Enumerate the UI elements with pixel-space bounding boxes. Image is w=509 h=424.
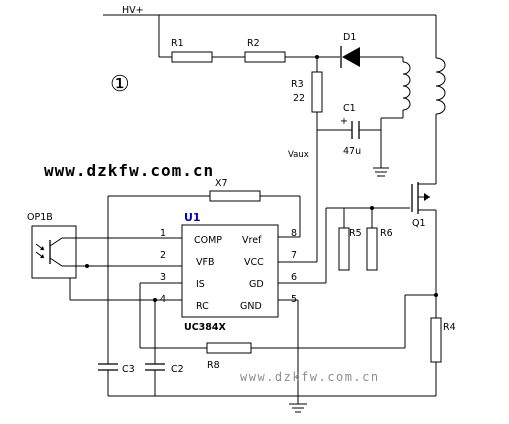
watermark-top: www.dzkfw.com.cn xyxy=(44,161,214,180)
r4-label: R4 xyxy=(443,322,456,333)
circled-number-marker: ① xyxy=(110,72,130,97)
pin-name-vref: Vref xyxy=(242,235,262,246)
ground-symbol-aux xyxy=(373,167,389,177)
pin-name-rc: RC xyxy=(196,301,209,312)
r5-label: R5 xyxy=(349,228,362,239)
r3-value: 22 xyxy=(293,93,305,104)
hv-rail xyxy=(103,14,437,58)
mosfet-q1 xyxy=(411,180,437,214)
pin-num-7: 7 xyxy=(291,250,297,261)
junction-vfb xyxy=(85,264,89,268)
resistor-r4 xyxy=(430,317,442,363)
pin-num-1: 1 xyxy=(160,228,166,239)
pin-num-2: 2 xyxy=(160,250,166,261)
capacitor-c1 xyxy=(351,121,360,139)
ic-ref-label: U1 xyxy=(184,211,201,224)
d1-label: D1 xyxy=(343,32,356,43)
r2-label: R2 xyxy=(247,38,260,49)
c1-value: 47u xyxy=(343,146,361,157)
watermark-bottom: www.dzkfw.com.cn xyxy=(240,370,380,384)
resistor-r6 xyxy=(366,227,378,271)
resistor-r3 xyxy=(311,71,323,113)
x7-label: X7 xyxy=(215,178,228,189)
capacitor-c2 xyxy=(145,363,165,371)
c2-label: C2 xyxy=(171,364,184,375)
pin-name-gnd: GND xyxy=(240,301,262,312)
capacitor-c3 xyxy=(98,363,118,371)
vaux-label: Vaux xyxy=(288,150,309,160)
resistor-r8 xyxy=(206,342,252,354)
pin-name-is: IS xyxy=(196,279,205,290)
r3-label: R3 xyxy=(291,79,304,90)
c3-label: C3 xyxy=(122,364,135,375)
auxiliary-winding-coil xyxy=(380,57,411,168)
c1-polarity: + xyxy=(340,116,348,127)
resistor-r2 xyxy=(244,51,286,63)
r6-label: R6 xyxy=(380,228,393,239)
transformer-primary-coil xyxy=(435,57,446,180)
r8-label: R8 xyxy=(207,360,220,371)
pin-num-8: 8 xyxy=(291,228,297,239)
q1-label: Q1 xyxy=(412,218,426,229)
ic-part-label: UC384X xyxy=(184,322,227,333)
op1b-label: OP1B xyxy=(27,212,53,223)
diode-d1 xyxy=(340,46,360,68)
resistor-r1 xyxy=(171,51,213,63)
resistor-r5 xyxy=(338,227,350,271)
pin-name-comp: COMP xyxy=(194,235,222,246)
pin-num-6: 6 xyxy=(291,272,297,283)
hv-plus-label: HV+ xyxy=(122,5,144,16)
ground-symbol-main xyxy=(289,403,307,413)
resistor-x7 xyxy=(209,190,261,202)
optocoupler-op1b xyxy=(31,225,77,279)
r1-label: R1 xyxy=(171,38,184,49)
pin-num-3: 3 xyxy=(160,272,166,283)
pin-name-vcc: VCC xyxy=(244,257,264,268)
phototransistor-icon xyxy=(35,237,76,267)
pin-name-gd: GD xyxy=(249,279,264,290)
pin-name-vfb: VFB xyxy=(196,257,214,268)
ic-uc384x xyxy=(181,224,279,318)
c1-label: C1 xyxy=(343,103,356,114)
